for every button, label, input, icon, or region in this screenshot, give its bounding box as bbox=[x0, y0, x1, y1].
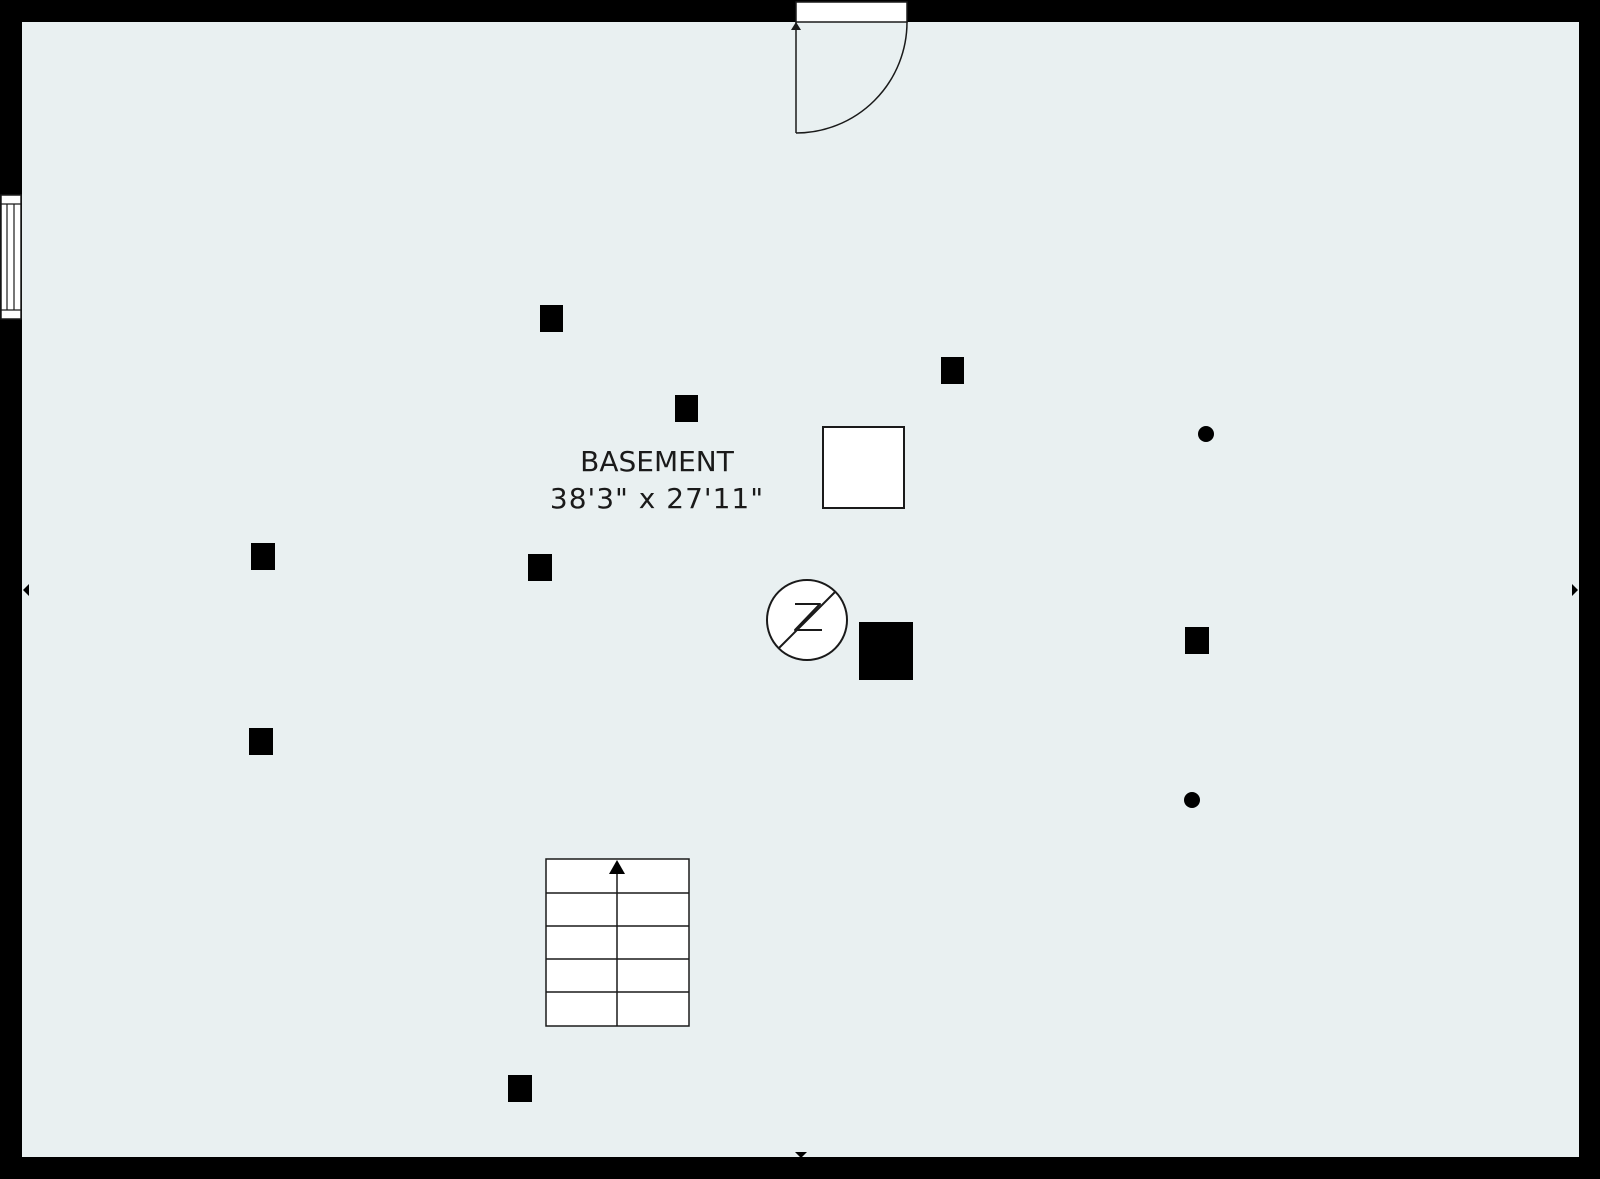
door-hinge-marker bbox=[791, 22, 801, 30]
support-post bbox=[941, 357, 964, 384]
wall-tick-marker bbox=[1572, 584, 1578, 596]
equipment-block bbox=[859, 622, 913, 680]
staircase bbox=[545, 858, 690, 1027]
wall-tick-marker bbox=[23, 584, 29, 596]
support-post bbox=[540, 305, 563, 332]
wall-tick-marker bbox=[795, 1152, 807, 1158]
support-post bbox=[675, 395, 698, 422]
window-frame bbox=[0, 194, 22, 320]
room-dimensions-label: 38'3" x 27'11" bbox=[550, 482, 764, 515]
round-post bbox=[1184, 792, 1200, 808]
support-post bbox=[508, 1075, 532, 1102]
appliance-box bbox=[822, 426, 905, 509]
door-opening bbox=[795, 1, 908, 23]
electrical-panel-icon bbox=[766, 579, 848, 661]
stairs-arrow-icon bbox=[609, 860, 625, 874]
support-post bbox=[249, 728, 273, 755]
door bbox=[791, 1, 908, 134]
support-post bbox=[251, 543, 275, 570]
support-post bbox=[1185, 627, 1209, 654]
door-swing-arc bbox=[795, 21, 908, 134]
round-post bbox=[1198, 426, 1214, 442]
room-name-label: BASEMENT bbox=[580, 445, 735, 478]
support-post bbox=[528, 554, 552, 581]
window bbox=[0, 194, 22, 320]
